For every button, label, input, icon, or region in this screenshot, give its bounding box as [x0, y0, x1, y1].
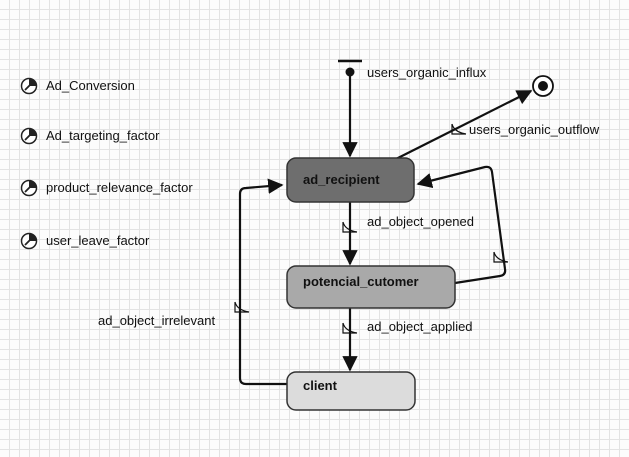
state-client[interactable]: client [286, 371, 416, 411]
transition-users-organic-outflow[interactable]: users_organic_outflow [389, 90, 600, 163]
state-label: ad_recipient [303, 172, 380, 187]
transition-users-organic-influx[interactable]: users_organic_influx [342, 65, 487, 158]
transition-ad-object-opened[interactable]: ad_object_opened [342, 202, 474, 266]
parameter-ad-conversion[interactable]: Ad_Conversion [20, 77, 135, 95]
transition-label: ad_object_applied [367, 319, 473, 334]
transition-label: ad_object_opened [367, 214, 474, 229]
rate-transition-icon [234, 301, 250, 313]
parameter-label: user_leave_factor [46, 233, 150, 248]
rate-transition-icon [451, 123, 467, 135]
rate-transition-icon [493, 251, 509, 263]
parameter-label: Ad_targeting_factor [46, 128, 160, 143]
state-label: potencial_cutomer [303, 274, 419, 289]
transition-ad-object-applied[interactable]: ad_object_applied [342, 308, 473, 372]
parameter-icon [20, 127, 38, 145]
transition-label: users_organic_outflow [469, 122, 600, 137]
transition-customer-back-to-recipient[interactable] [416, 165, 509, 285]
transition-label: ad_object_irrelevant [98, 313, 215, 328]
transition-ad-object-irrelevant[interactable]: ad_object_irrelevant [98, 178, 288, 386]
parameter-ad-targeting-factor[interactable]: Ad_targeting_factor [20, 127, 161, 145]
rate-transition-icon [342, 322, 358, 334]
state-ad-recipient[interactable]: ad_recipient [286, 157, 415, 203]
parameter-product-relevance-factor[interactable]: product_relevance_factor [20, 179, 194, 197]
rate-transition-icon [342, 221, 358, 233]
final-state-icon[interactable] [532, 75, 554, 97]
initial-state-icon[interactable] [338, 59, 362, 77]
parameter-icon [20, 179, 38, 197]
parameter-user-leave-factor[interactable]: user_leave_factor [20, 232, 151, 250]
parameter-label: product_relevance_factor [46, 180, 193, 195]
transition-label: users_organic_influx [367, 65, 487, 80]
state-potencial-cutomer[interactable]: potencial_cutomer [286, 265, 456, 309]
parameter-icon [20, 232, 38, 250]
state-label: client [303, 378, 338, 393]
parameter-label: Ad_Conversion [46, 78, 135, 93]
parameter-icon [20, 77, 38, 95]
